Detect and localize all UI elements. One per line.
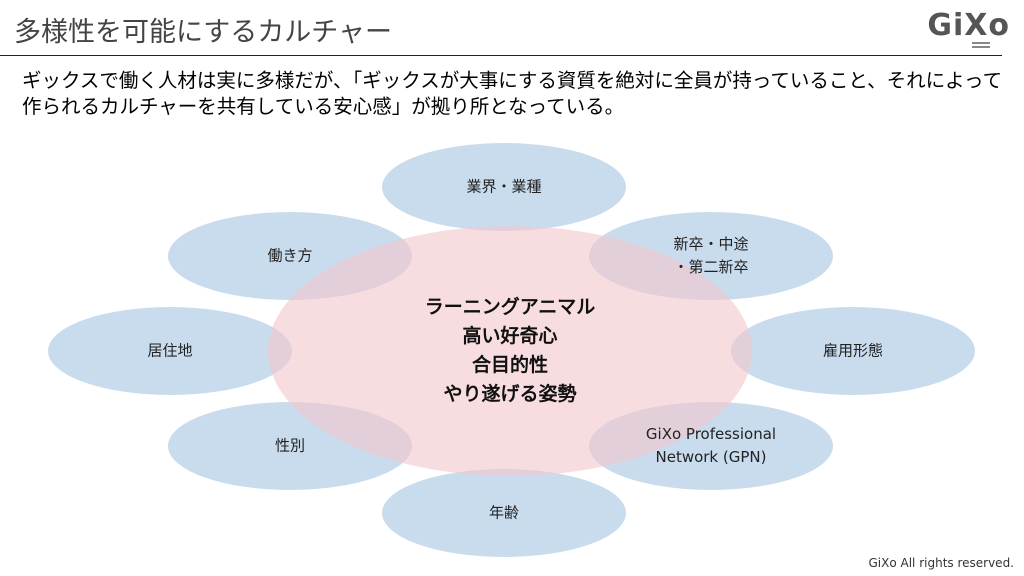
- ellipse-employment: [731, 307, 975, 395]
- label-gpn: GiXo Professional Network (GPN): [645, 425, 777, 466]
- core-value: やり遂げる姿勢: [443, 383, 577, 405]
- label-gender: 性別: [274, 436, 306, 455]
- gixo-logo: GiXo: [927, 8, 1010, 43]
- core-values: ラーニングアニマル 高い好奇心 合目的性 やり遂げる姿勢: [425, 293, 596, 409]
- label-employment: 雇用形態: [822, 341, 884, 360]
- ellipse-residence: [48, 307, 292, 395]
- core-value: 合目的性: [471, 354, 548, 376]
- label-industry: 業界・業種: [466, 177, 542, 196]
- label-residence: 居住地: [147, 341, 193, 360]
- slide-title: 多様性を可能にするカルチャー: [14, 17, 392, 48]
- label-age: 年齢: [488, 503, 520, 522]
- copyright: GiXo All rights reserved.: [868, 556, 1015, 570]
- lead-text: ギックスで働く人材は実に多様だが、「ギックスが大事にする資質を絶対に全員が持って…: [22, 69, 1003, 118]
- label-workstyle: 働き方: [267, 246, 313, 265]
- title-divider: [0, 55, 1002, 56]
- logo-underline: [972, 42, 990, 44]
- core-ellipse: [268, 226, 752, 476]
- ellipse-age: [382, 469, 626, 557]
- core-value: ラーニングアニマル: [424, 296, 596, 318]
- ellipse-industry: [382, 143, 626, 231]
- core-value: 高い好奇心: [462, 325, 558, 347]
- label-hiring: 新卒・中途 ・第二新卒: [673, 235, 749, 276]
